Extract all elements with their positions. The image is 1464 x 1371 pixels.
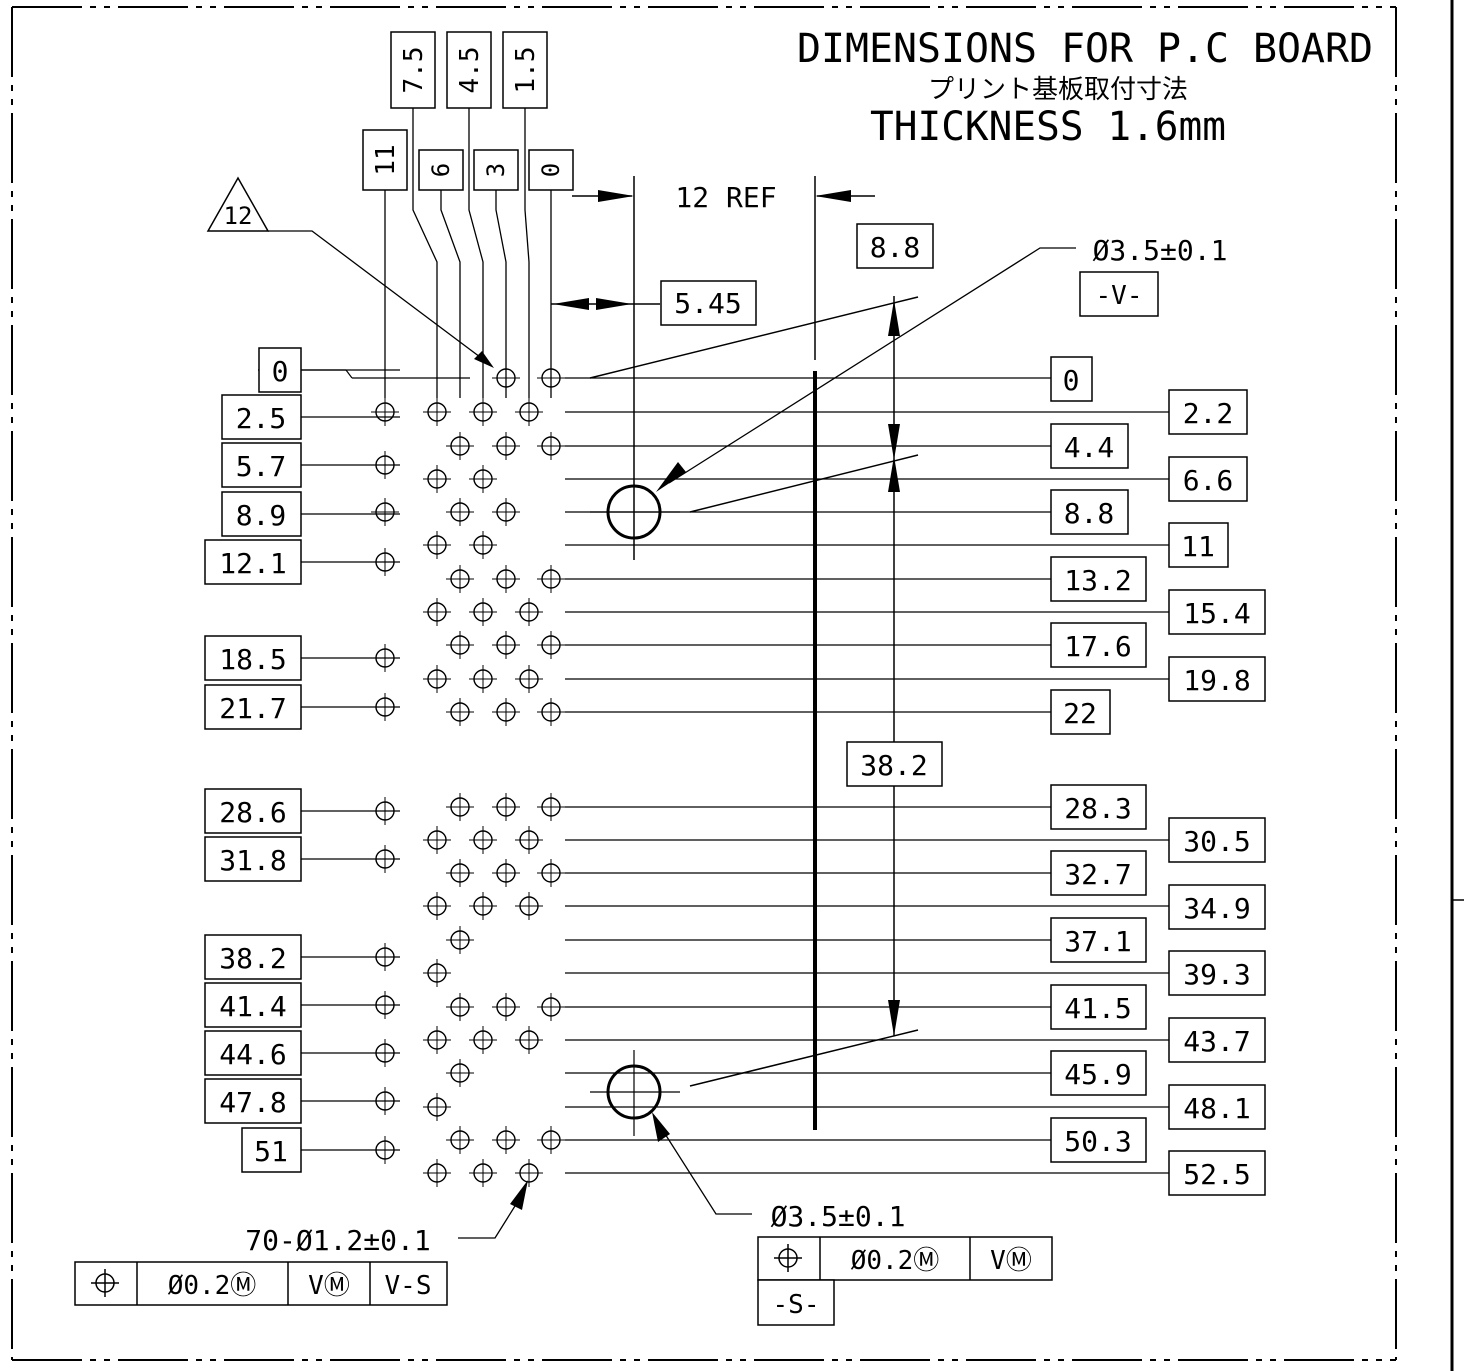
datum-v-label: -V- (1096, 281, 1143, 311)
dim-arrow-2 (888, 424, 900, 460)
left-label-12-1: 12.1 (219, 547, 286, 580)
title-line-3: THICKNESS 1.6mm (870, 104, 1226, 150)
left-label-18-5: 18.5 (219, 643, 286, 676)
mount-hole-leader-upper (668, 247, 1076, 484)
right-label-11: 11 (1181, 530, 1215, 563)
hole-note-leader (458, 1197, 521, 1239)
right-label-50-3: 50.3 (1064, 1125, 1131, 1158)
left-label-44-6: 44.6 (219, 1038, 286, 1071)
right-label-13-2: 13.2 (1064, 564, 1131, 597)
right-label-0: 0 (1063, 364, 1080, 397)
right-label-52-5: 52.5 (1183, 1158, 1250, 1191)
mount-hole-arrow-upper (656, 462, 686, 492)
right-label-37-1: 37.1 (1064, 925, 1131, 958)
fcf-left-datum-vs: V-S (385, 1271, 432, 1301)
revision-number: 12 (224, 202, 253, 230)
dim-382-label: 38.2 (860, 749, 927, 782)
right-label-17-6: 17.6 (1064, 630, 1131, 663)
right-label-30-5: 30.5 (1183, 825, 1250, 858)
col-label-1-5: 1.5 (511, 47, 541, 94)
left-label-28-6: 28.6 (219, 796, 286, 829)
right-label-19-8: 19.8 (1183, 664, 1250, 697)
mount-hole-callout-lower: Ø3.5±0.1 (771, 1200, 906, 1233)
dim-88-box (856, 223, 934, 269)
dim-88-label: 8.8 (870, 231, 921, 264)
right-label-28-3: 28.3 (1064, 792, 1131, 825)
mount-hole-callout: Ø3.5±0.1 (1093, 234, 1228, 267)
mount-hole-leader-lower (659, 1125, 752, 1215)
dim-arrow-3 (888, 456, 900, 492)
left-labels: 0 2.5 5.7 8.9 12.1 18.5 21.7 28.6 31.8 3… (204, 347, 302, 1173)
position-symbol-icon (774, 1244, 802, 1272)
datum-s-label: -S- (773, 1290, 820, 1320)
fcf-right: Ø0.2Ⓜ VⓂ -S- (757, 1236, 1053, 1326)
datum-v-box (1079, 271, 1159, 317)
ref-arrow-left (598, 190, 634, 202)
ref-dimension-label: 12 REF (675, 181, 776, 214)
left-label-51: 51 (254, 1135, 288, 1168)
right-label-8-8: 8.8 (1064, 497, 1115, 530)
right-label-6-6: 6.6 (1183, 464, 1234, 497)
left-label-5-7: 5.7 (236, 450, 287, 483)
offset-arrow-left (553, 298, 589, 310)
right-label-22: 22 (1063, 697, 1097, 730)
top-column-labels (362, 31, 574, 191)
fcf-left-tolerance: Ø0.2Ⓜ (168, 1271, 257, 1301)
left-label-2-5: 2.5 (236, 402, 287, 435)
drawing-frame (11, 0, 1464, 1371)
ref-arrow-right (815, 190, 851, 202)
left-label-47-8: 47.8 (219, 1086, 286, 1119)
left-label-38-2: 38.2 (219, 942, 286, 975)
dim-arrow-1 (888, 300, 900, 336)
fcf-right-tolerance: Ø0.2Ⓜ (851, 1246, 940, 1276)
left-label-21-7: 21.7 (219, 692, 286, 725)
ref-dimension (551, 176, 875, 560)
col-label-0: 0 (537, 163, 565, 177)
right-label-34-9: 34.9 (1183, 892, 1250, 925)
col-label-7-5: 7.5 (399, 47, 429, 94)
revision-triangle (206, 176, 494, 368)
dim-arrow-4 (888, 1000, 900, 1036)
col-label-3: 3 (482, 163, 510, 177)
offset-label: 5.45 (674, 287, 741, 320)
mount-hole-arrow-lower (652, 1112, 670, 1142)
right-label-43-7: 43.7 (1183, 1025, 1250, 1058)
right-label-4-4: 4.4 (1064, 431, 1115, 464)
fcf-left: Ø0.2Ⓜ VⓂ V-S (74, 1261, 448, 1306)
right-label-15-4: 15.4 (1183, 597, 1250, 630)
right-label-45-9: 45.9 (1064, 1058, 1131, 1091)
right-label-32-7: 32.7 (1064, 858, 1131, 891)
col-label-11: 11 (371, 144, 401, 175)
pin-grid (258, 364, 1169, 1187)
right-label-41-5: 41.5 (1064, 992, 1131, 1025)
right-label-48-1: 48.1 (1183, 1092, 1250, 1125)
vertical-dimension (589, 296, 919, 1087)
hole-note-arrow (510, 1180, 528, 1210)
right-labels: 0 2.2 4.4 6.6 8.8 11 13.2 15.4 17.6 19.8… (1050, 356, 1266, 1196)
offset-box (660, 280, 757, 326)
left-label-8-9: 8.9 (236, 499, 287, 532)
hole-note: 70-Ø1.2±0.1 (245, 1224, 430, 1257)
fcf-left-datum-v: VⓂ (308, 1271, 350, 1301)
mount-holes (590, 484, 680, 1136)
right-label-2-2: 2.2 (1183, 397, 1234, 430)
left-label-0: 0 (272, 355, 289, 388)
column-leaders (384, 108, 552, 398)
col-label-4-5: 4.5 (455, 47, 485, 94)
title-line-2: プリント基板取付寸法 (928, 75, 1188, 105)
dim-382-box (846, 741, 943, 787)
right-label-39-3: 39.3 (1183, 958, 1250, 991)
position-symbol-icon (91, 1269, 119, 1297)
col-label-6: 6 (427, 163, 455, 177)
left-label-41-4: 41.4 (219, 990, 286, 1023)
fcf-right-datum-v: VⓂ (990, 1246, 1032, 1276)
left-label-31-8: 31.8 (219, 844, 286, 877)
title-line-1: DIMENSIONS FOR P.C BOARD (797, 26, 1373, 72)
offset-arrow-right (596, 298, 632, 310)
